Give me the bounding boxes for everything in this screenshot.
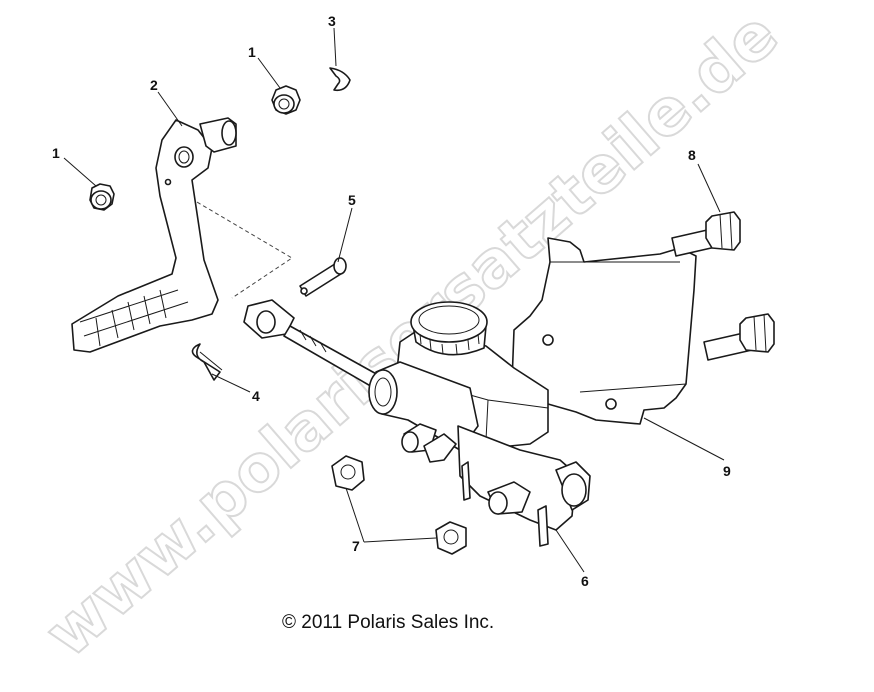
cotter-pin [191,343,223,381]
callout-1-left: 1 [52,145,60,161]
leader-1-left [63,157,97,187]
callout-1-top: 1 [248,44,256,60]
callout-9: 9 [723,463,731,479]
callout-2: 2 [150,77,158,93]
leader-2 [157,91,183,127]
brake-pedal [71,117,237,353]
callout-7: 7 [352,538,360,554]
leader-6 [555,529,585,573]
leader-9 [643,417,725,461]
mounting-bracket [511,237,697,425]
e-clip [329,67,351,92]
flange-nut-left [89,183,115,211]
leader-4 [211,373,251,393]
leader-3 [333,27,337,67]
leader-8 [697,163,721,213]
leader-lines [63,27,725,573]
callout-5: 5 [348,192,356,208]
clevis-pin [299,257,347,297]
hex-nut-left [331,455,365,491]
leader-7b [363,537,437,543]
leader-7a [345,487,365,543]
bolt-upper [671,211,741,257]
copyright-text: © 2011 Polaris Sales Inc. [282,612,494,633]
callout-3: 3 [328,13,336,29]
callout-6: 6 [581,573,589,589]
leader-5 [337,207,353,263]
hex-nut-right [435,521,467,555]
leader-1-top [257,57,281,89]
flange-nut-top [271,85,301,115]
callout-4: 4 [252,388,260,404]
bolt-lower [703,313,775,361]
callout-8: 8 [688,147,696,163]
master-cylinder [243,299,591,547]
